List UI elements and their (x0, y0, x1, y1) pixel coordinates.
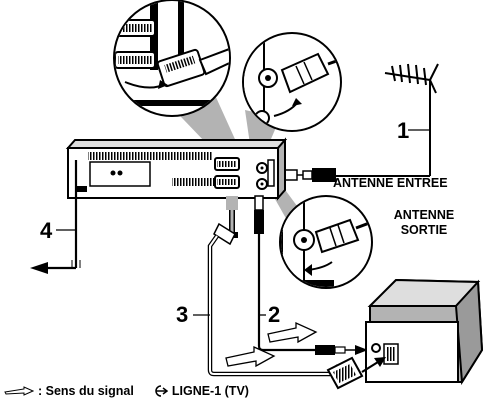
label-cable-4: 4 (40, 218, 52, 244)
label-antenna-out: ANTENNE SORTIE (384, 208, 464, 238)
label-antenna-out-line2: SORTIE (401, 223, 448, 237)
label-antenna-out-line1: ANTENNE (394, 208, 454, 222)
label-cable-1: 1 (397, 118, 409, 144)
scart-input-icon (152, 384, 168, 398)
zoom-circle-scart (114, 0, 236, 116)
legend-line1-tv: LIGNE-1 (TV) (172, 384, 249, 398)
hollow-right-arrow-icon (4, 386, 34, 396)
label-cable-3: 3 (176, 302, 188, 328)
label-antenna-in: ANTENNE ENTREE (333, 176, 448, 190)
legend: : Sens du signal LIGNE-1 (TV) (4, 384, 249, 398)
roof-antenna (330, 64, 438, 176)
label-cable-2: 2 (268, 302, 280, 328)
scart-plug-tv (328, 358, 362, 388)
vcr-rear (68, 140, 285, 198)
television-rear (366, 280, 482, 382)
legend-signal-direction: : Sens du signal (38, 384, 134, 398)
